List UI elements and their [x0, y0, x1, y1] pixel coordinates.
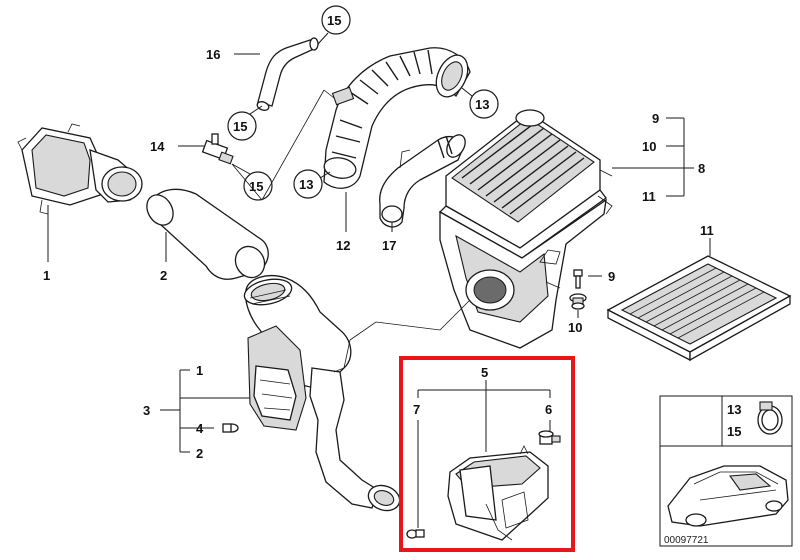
callout-13-circle-a — [293, 169, 323, 199]
leader-13-a — [319, 171, 331, 179]
callout-15-circle-c — [243, 171, 273, 201]
filter-pleats — [629, 267, 765, 339]
part-2-intake-hose[interactable] — [142, 188, 271, 283]
callout-12[interactable]: 12 — [336, 238, 350, 253]
hose-clamp-icon — [757, 401, 783, 435]
leader-3-bracket — [160, 369, 250, 453]
leader-15-c — [231, 163, 251, 175]
part-8-air-filter-housing[interactable] — [438, 109, 613, 349]
callout-3-sub-2[interactable]: 2 — [196, 446, 203, 461]
callout-8-sub-11[interactable]: 11 — [642, 189, 656, 204]
part-4-screw[interactable] — [222, 423, 239, 433]
part-9-bolt[interactable] — [573, 269, 583, 289]
callout-14[interactable]: 14 — [150, 139, 165, 154]
part-10-grommet[interactable] — [569, 293, 587, 310]
part-11-air-filter-element[interactable] — [606, 255, 792, 362]
part-14-sensor[interactable] — [201, 133, 234, 165]
leader-12-bracket — [231, 89, 335, 201]
callout-8-sub-9[interactable]: 9 — [652, 111, 659, 126]
callout-16[interactable]: 16 — [206, 47, 220, 62]
callout-11[interactable]: 11 — [700, 223, 714, 238]
callout-15-circle-a — [321, 5, 351, 35]
part-1-intake-duct[interactable] — [17, 123, 143, 215]
callout-13-a[interactable]: 13 — [299, 177, 313, 192]
leader-housing-connection — [349, 299, 471, 341]
inset-callout-15[interactable]: 15 — [727, 424, 741, 439]
callout-15-c[interactable]: 15 — [249, 179, 263, 194]
diagram-id: 00097721 — [664, 535, 709, 546]
callout-15-a[interactable]: 15 — [327, 13, 341, 28]
inset-callout-13[interactable]: 13 — [727, 402, 741, 417]
callout-7[interactable]: 7 — [413, 402, 420, 417]
callout-15-circle-b — [227, 111, 257, 141]
callout-15-b[interactable]: 15 — [233, 119, 247, 134]
callout-6[interactable]: 6 — [545, 402, 552, 417]
part-16-breather-hose[interactable] — [256, 37, 319, 112]
callout-1[interactable]: 1 — [43, 268, 50, 283]
part-17-elbow-hose[interactable] — [379, 132, 469, 228]
part-7-screw[interactable] — [406, 529, 425, 539]
part-12-bellows-hose[interactable] — [323, 47, 474, 189]
callout-8-sub-10[interactable]: 10 — [642, 139, 656, 154]
callout-3[interactable]: 3 — [143, 403, 150, 418]
leader-13-b — [461, 87, 473, 97]
leader-15-a — [317, 32, 329, 45]
car-silhouette-icon — [667, 465, 789, 527]
leader-15-b — [249, 105, 263, 115]
callout-9[interactable]: 9 — [608, 269, 615, 284]
callout-5[interactable]: 5 — [481, 365, 488, 380]
callout-17[interactable]: 17 — [382, 238, 396, 253]
callout-2[interactable]: 2 — [160, 268, 167, 283]
callout-10[interactable]: 10 — [568, 320, 582, 335]
part-5-resonator[interactable] — [447, 445, 549, 541]
callout-3-sub-4[interactable]: 4 — [196, 421, 204, 436]
part-6-plug[interactable] — [538, 430, 561, 445]
part-3-intake-pipe-assembly[interactable] — [242, 275, 403, 514]
callout-13-b[interactable]: 13 — [475, 97, 489, 112]
callout-8[interactable]: 8 — [698, 161, 705, 176]
leader-5-bracket — [417, 380, 551, 452]
highlight-box — [399, 356, 575, 552]
callout-13-circle-b — [469, 89, 499, 119]
callout-3-sub-1[interactable]: 1 — [196, 363, 203, 378]
leader-8-bracket — [612, 117, 694, 197]
